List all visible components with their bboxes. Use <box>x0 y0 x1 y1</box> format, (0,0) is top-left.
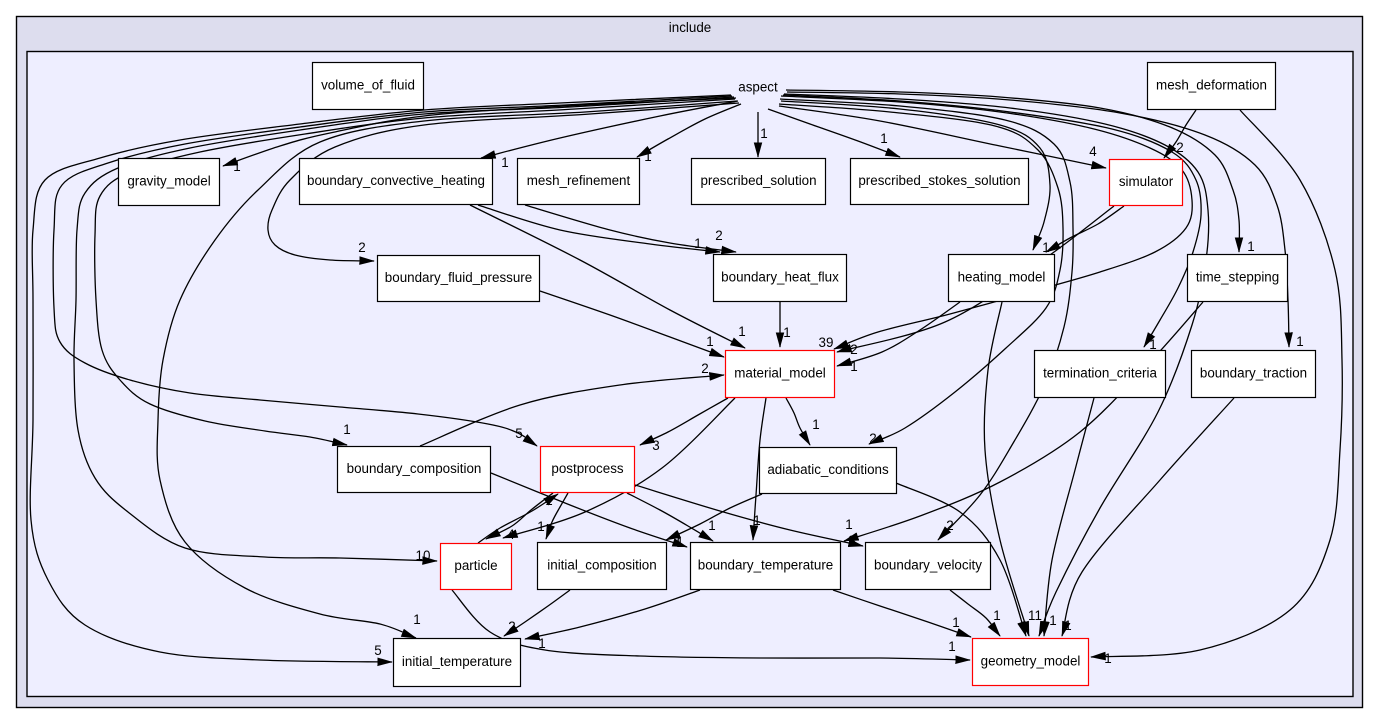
svg-text:2: 2 <box>508 619 515 634</box>
svg-text:boundary_velocity: boundary_velocity <box>874 558 982 573</box>
svg-text:1: 1 <box>948 639 955 654</box>
svg-text:2: 2 <box>358 240 365 255</box>
svg-text:simulator: simulator <box>1119 174 1174 189</box>
svg-text:boundary_heat_flux: boundary_heat_flux <box>721 270 839 285</box>
svg-text:1: 1 <box>538 636 545 651</box>
svg-text:mesh_refinement: mesh_refinement <box>527 173 631 188</box>
svg-text:2: 2 <box>715 228 722 243</box>
svg-text:5: 5 <box>515 426 522 441</box>
svg-text:1: 1 <box>845 517 852 532</box>
svg-text:1: 1 <box>1149 337 1156 352</box>
svg-text:1: 1 <box>1064 618 1071 633</box>
svg-text:1: 1 <box>537 519 544 534</box>
svg-text:3: 3 <box>848 533 855 548</box>
svg-text:2: 2 <box>850 342 857 357</box>
svg-text:gravity_model: gravity_model <box>127 174 210 189</box>
svg-text:initial_composition: initial_composition <box>547 558 656 573</box>
svg-text:aspect: aspect <box>738 80 778 95</box>
svg-text:1: 1 <box>343 422 350 437</box>
svg-text:10: 10 <box>416 548 431 563</box>
svg-text:termination_criteria: termination_criteria <box>1043 366 1157 381</box>
svg-text:include: include <box>669 20 711 35</box>
svg-text:initial_temperature: initial_temperature <box>402 654 512 669</box>
svg-text:2: 2 <box>946 518 953 533</box>
svg-text:1: 1 <box>783 325 790 340</box>
svg-text:boundary_fluid_pressure: boundary_fluid_pressure <box>385 270 532 285</box>
svg-text:4: 4 <box>507 527 515 542</box>
svg-text:2: 2 <box>869 431 876 446</box>
svg-text:1: 1 <box>676 535 683 550</box>
svg-text:prescribed_stokes_solution: prescribed_stokes_solution <box>858 173 1020 188</box>
svg-text:1: 1 <box>708 518 715 533</box>
svg-text:prescribed_solution: prescribed_solution <box>700 173 816 188</box>
svg-text:boundary_temperature: boundary_temperature <box>698 558 833 573</box>
svg-text:heating_model: heating_model <box>958 270 1046 285</box>
svg-text:1: 1 <box>706 334 713 349</box>
svg-text:1: 1 <box>760 126 767 141</box>
svg-text:geometry_model: geometry_model <box>981 654 1081 669</box>
svg-text:material_model: material_model <box>734 366 826 381</box>
svg-text:1: 1 <box>644 149 651 164</box>
svg-text:2: 2 <box>701 361 708 376</box>
svg-text:39: 39 <box>819 335 834 350</box>
svg-text:1: 1 <box>738 324 745 339</box>
svg-text:1: 1 <box>850 359 857 374</box>
svg-text:time_stepping: time_stepping <box>1196 270 1279 285</box>
svg-text:1: 1 <box>1296 334 1303 349</box>
svg-text:1: 1 <box>952 615 959 630</box>
svg-text:5: 5 <box>374 643 381 658</box>
svg-text:1: 1 <box>413 612 420 627</box>
svg-text:boundary_composition: boundary_composition <box>347 461 482 476</box>
svg-text:mesh_deformation: mesh_deformation <box>1156 78 1267 93</box>
svg-text:11: 11 <box>1028 608 1042 623</box>
svg-text:1: 1 <box>233 159 240 174</box>
svg-text:1: 1 <box>1104 651 1111 666</box>
svg-text:1: 1 <box>501 155 508 170</box>
svg-text:1: 1 <box>694 236 701 251</box>
svg-text:2: 2 <box>1176 140 1183 155</box>
svg-text:1: 1 <box>812 417 819 432</box>
svg-text:1: 1 <box>1042 240 1049 255</box>
svg-text:3: 3 <box>652 438 659 453</box>
svg-text:1: 1 <box>753 513 760 528</box>
svg-text:4: 4 <box>1089 144 1097 159</box>
svg-text:adiabatic_conditions: adiabatic_conditions <box>767 462 889 477</box>
svg-text:volume_of_fluid: volume_of_fluid <box>321 78 415 93</box>
svg-text:1: 1 <box>1049 613 1056 628</box>
svg-text:postprocess: postprocess <box>551 461 624 476</box>
svg-text:1: 1 <box>880 131 887 146</box>
svg-text:1: 1 <box>1247 239 1254 254</box>
svg-text:1: 1 <box>993 608 1000 623</box>
svg-text:particle: particle <box>454 558 497 573</box>
svg-text:boundary_traction: boundary_traction <box>1200 366 1307 381</box>
svg-text:1: 1 <box>545 493 552 508</box>
svg-text:1: 1 <box>674 533 681 548</box>
svg-text:boundary_convective_heating: boundary_convective_heating <box>307 173 485 188</box>
